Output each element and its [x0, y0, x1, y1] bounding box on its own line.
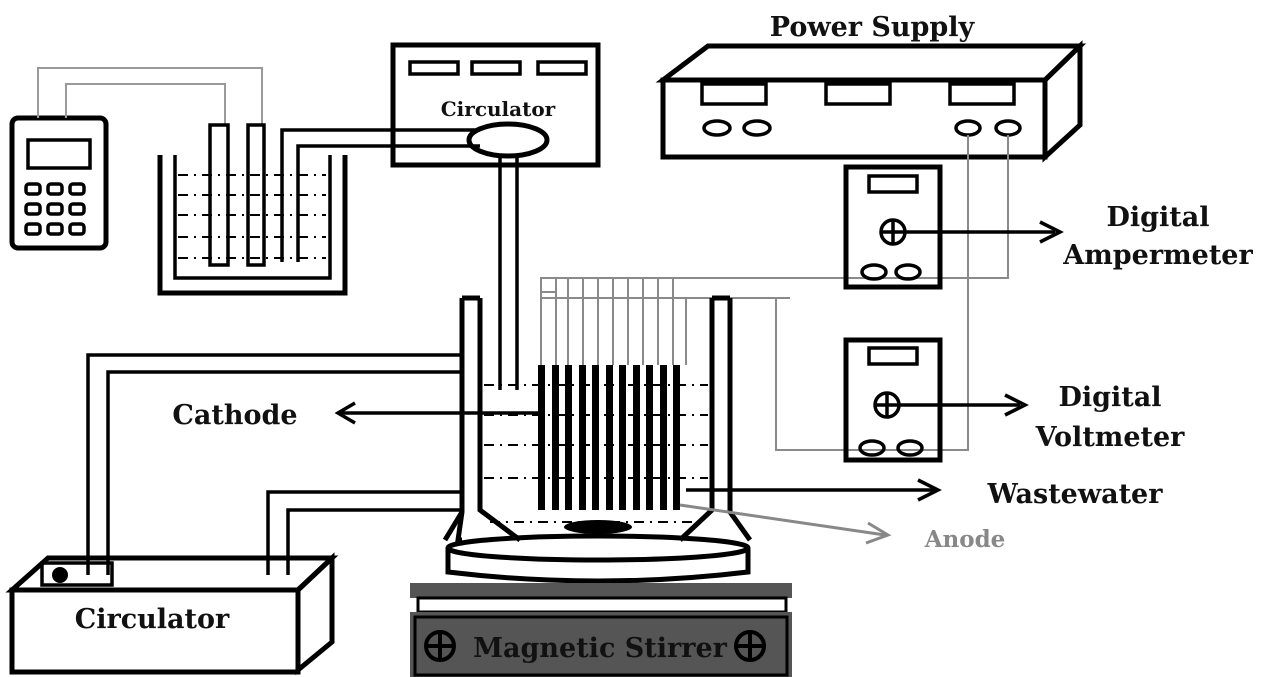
electrode-stack [538, 365, 680, 510]
anode-label: Anode [924, 526, 1006, 553]
ampermeter-label-line1: Digital [1106, 202, 1209, 233]
stir-bar [564, 520, 632, 534]
power-supply: Power Supply [655, 12, 1087, 163]
voltmeter-label-line2: Voltmeter [1035, 422, 1186, 453]
circulator-bottom: Circulator [5, 552, 339, 676]
magnetic-stirrer-label: Magnetic Stirrer [473, 633, 727, 664]
digital-ampermeter: Digital Ampermeter [843, 164, 1253, 290]
magnetic-stirrer: Magnetic Stirrer [410, 583, 792, 677]
circulation-hoses [86, 353, 462, 575]
voltmeter-label-line1: Digital [1058, 382, 1161, 413]
cathode-pointer: Cathode [172, 400, 538, 431]
circulator-top-label: Circulator [441, 97, 556, 121]
circulator-top: Circulator [390, 42, 601, 390]
wastewater-pointer: Wastewater [686, 478, 1164, 510]
meter-cables [37, 67, 263, 125]
power-supply-label: Power Supply [770, 12, 976, 43]
cathode-label: Cathode [172, 400, 297, 431]
circulator-bottom-label: Circulator [75, 604, 230, 635]
jacketed-reactor [442, 295, 753, 584]
anode-pointer: Anode [679, 503, 1006, 553]
probe-bath [157, 123, 480, 296]
handheld-meter [9, 115, 109, 251]
electrical-wiring [540, 135, 1009, 451]
ampermeter-label-line2: Ampermeter [1062, 240, 1253, 271]
digital-voltmeter: Digital Voltmeter [843, 337, 1186, 463]
wastewater-label: Wastewater [987, 479, 1164, 510]
